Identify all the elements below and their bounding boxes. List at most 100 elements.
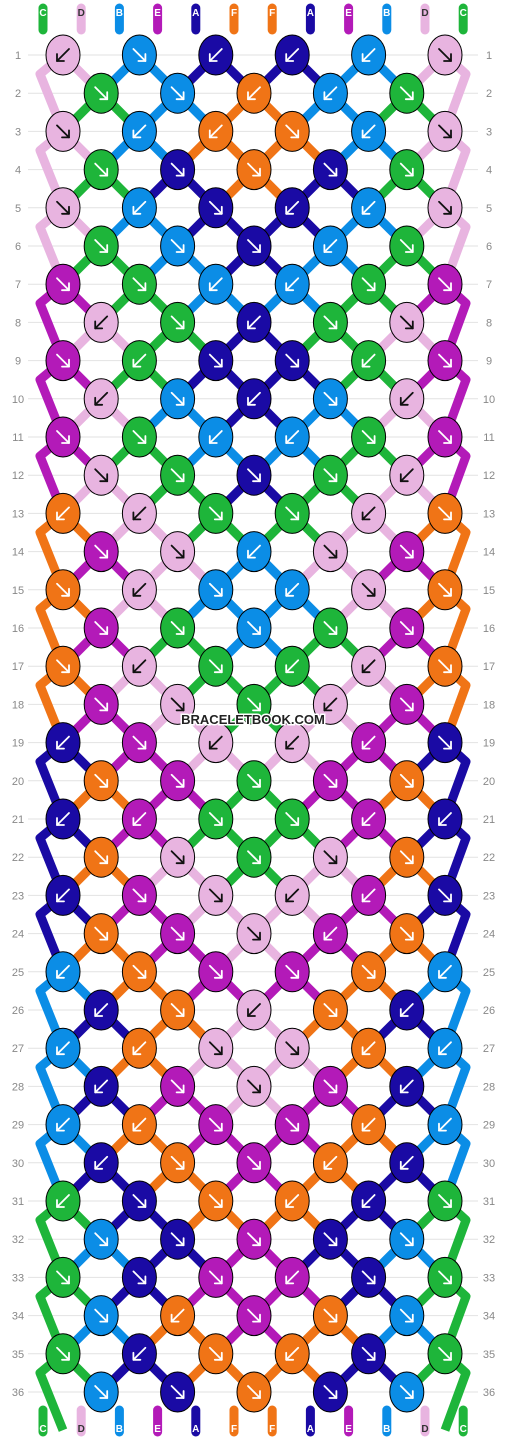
knot-arrow-icon <box>132 124 147 139</box>
knot-arrow-icon <box>361 812 376 826</box>
knot-arrow-icon <box>399 773 414 788</box>
knot-arrow-icon <box>247 1232 261 1247</box>
knot-arrow-icon <box>247 697 261 712</box>
knot-arrow-icon <box>285 1041 300 1056</box>
knot-arrow-icon <box>285 353 300 368</box>
strand-label-top: C <box>460 8 467 19</box>
row-number-right: 28 <box>483 1081 495 1093</box>
knot-arrow-icon <box>323 850 338 865</box>
row-number-right: 12 <box>483 470 495 482</box>
row-number-left: 19 <box>12 738 24 750</box>
knot-arrow-icon <box>438 1117 452 1132</box>
knot-arrow-icon <box>94 315 109 330</box>
row-number-right: 11 <box>483 432 494 444</box>
knot-arrow-icon <box>170 162 185 177</box>
knot-arrow-icon <box>438 964 452 979</box>
knot-arrow-icon <box>361 506 376 521</box>
knot-arrow-icon <box>208 1041 223 1056</box>
strand-label-top: E <box>154 8 161 19</box>
knot-arrow-icon <box>56 812 70 826</box>
row-number-right: 9 <box>486 356 492 368</box>
knot-arrow-icon <box>132 1194 147 1208</box>
knot-arrow-icon <box>399 1232 414 1247</box>
knot-arrow-icon <box>208 1346 223 1361</box>
knot-arrow-icon <box>94 697 109 712</box>
row-number-left: 22 <box>12 852 24 864</box>
knot-arrow-icon <box>399 1003 414 1017</box>
knot-arrow-icon <box>94 162 109 177</box>
knot-arrow-icon <box>438 1194 452 1208</box>
knot-arrow-icon <box>438 430 452 444</box>
knot-arrow-icon <box>247 391 261 406</box>
knot-arrow-icon <box>285 200 300 215</box>
strand-label-bottom: F <box>231 1424 237 1435</box>
knot-arrow-icon <box>94 86 109 101</box>
knot-arrow-icon <box>285 1346 300 1361</box>
knot-arrow-icon <box>399 926 414 941</box>
knot-arrow-icon <box>247 239 261 253</box>
strand-label-bottom: A <box>192 1424 199 1435</box>
knot-arrow-icon <box>323 773 338 788</box>
knot-arrow-icon <box>285 1270 300 1285</box>
row-number-right: 30 <box>483 1158 495 1170</box>
knot-arrow-icon <box>285 964 300 979</box>
row-number-left: 6 <box>15 241 21 253</box>
row-number-right: 27 <box>483 1043 495 1055</box>
strand-label-top: B <box>383 8 390 19</box>
row-number-right: 2 <box>486 88 492 100</box>
row-number-left: 8 <box>15 317 21 329</box>
knot-arrow-icon <box>438 124 452 139</box>
knot-arrow-icon <box>132 1117 147 1132</box>
knot-arrow-icon <box>132 1270 147 1285</box>
row-number-right: 8 <box>486 317 492 329</box>
knot-arrow-icon <box>170 1079 185 1094</box>
knot-arrow-icon <box>323 544 338 559</box>
knot-arrow-icon <box>285 1194 300 1208</box>
row-number-right: 19 <box>483 738 495 750</box>
knot-arrow-icon <box>170 926 185 941</box>
knot-arrow-icon <box>399 86 414 101</box>
row-number-right: 35 <box>483 1349 495 1361</box>
knot-arrow-icon <box>94 926 109 941</box>
row-number-left: 3 <box>15 126 21 138</box>
knot-arrow-icon <box>361 353 376 368</box>
knot-arrow-icon <box>438 200 452 215</box>
knot-arrow-icon <box>132 735 147 750</box>
row-number-left: 18 <box>12 699 24 711</box>
row-number-left: 32 <box>12 1234 24 1246</box>
knot-arrow-icon <box>323 926 338 941</box>
row-number-left: 15 <box>12 585 24 597</box>
knot-arrow-icon <box>399 1155 414 1170</box>
knot-arrow-icon <box>56 277 70 292</box>
knot-arrow-icon <box>323 391 338 406</box>
knot-arrow-icon <box>132 1346 147 1361</box>
row-number-right: 18 <box>483 699 495 711</box>
knot-arrow-icon <box>361 1346 376 1361</box>
knot-arrow-icon <box>56 659 70 674</box>
knot-arrow-icon <box>208 1117 223 1132</box>
row-number-right: 36 <box>483 1387 495 1399</box>
row-number-left: 28 <box>12 1081 24 1093</box>
row-number-left: 33 <box>12 1272 24 1284</box>
knot-arrow-icon <box>56 1041 70 1056</box>
row-number-right: 14 <box>483 547 495 559</box>
knot-arrow-icon <box>438 353 452 368</box>
knot-arrow-icon <box>132 430 147 444</box>
knot-arrow-icon <box>170 544 185 559</box>
knot-arrow-icon <box>247 1385 261 1399</box>
knot-arrow-icon <box>285 582 300 597</box>
row-number-right: 23 <box>483 890 495 902</box>
row-number-right: 26 <box>483 1005 495 1017</box>
knot-arrow-icon <box>56 1117 70 1132</box>
knot-arrow-icon <box>361 659 376 674</box>
knot-arrow-icon <box>438 888 452 903</box>
knot-arrow-icon <box>94 1003 109 1017</box>
knot-arrow-icon <box>361 964 376 979</box>
row-number-left: 7 <box>15 279 21 291</box>
knot-arrow-icon <box>285 506 300 521</box>
knot-arrow-icon <box>247 621 261 635</box>
row-number-right: 25 <box>483 967 495 979</box>
knot-arrow-icon <box>323 1308 338 1323</box>
knot-arrow-icon <box>285 888 300 903</box>
knot-arrow-icon <box>208 353 223 368</box>
